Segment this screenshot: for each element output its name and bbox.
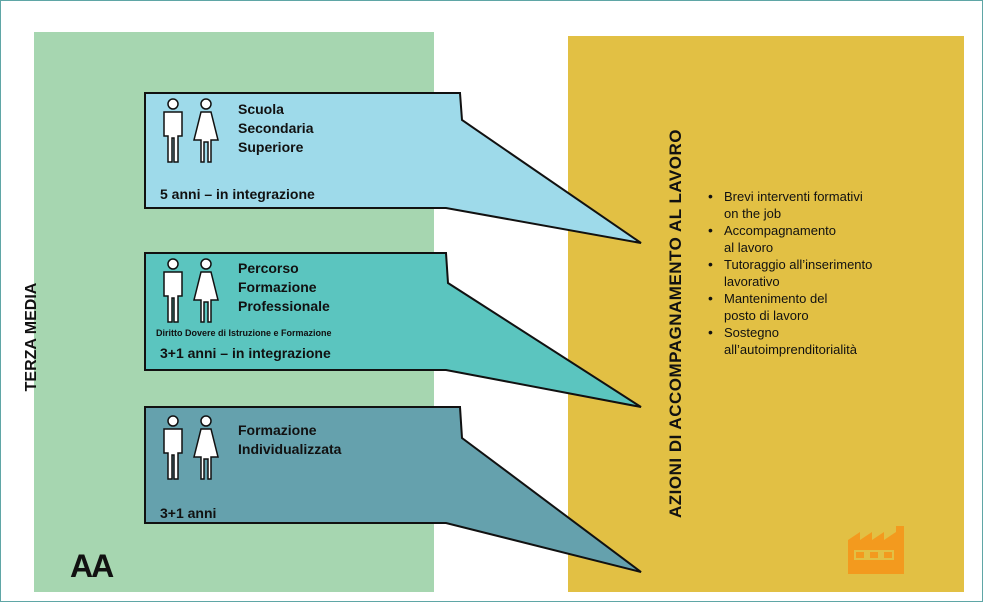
woman-figure-icon bbox=[193, 258, 219, 323]
path-title-formazione: Formazione Individualizzata bbox=[238, 422, 342, 457]
callout-percorso bbox=[144, 252, 642, 408]
callout-scuola bbox=[144, 92, 642, 244]
path-footer-formazione: 3+1 anni bbox=[160, 505, 217, 521]
path-footer-scuola: 5 anni – in integrazione bbox=[160, 186, 315, 202]
factory-icon bbox=[848, 526, 904, 574]
woman-figure-icon bbox=[193, 415, 219, 480]
man-figure-icon bbox=[163, 258, 183, 323]
logo: AA bbox=[70, 548, 114, 584]
man-figure-icon bbox=[163, 98, 183, 163]
people-figures bbox=[160, 415, 220, 481]
man-figure-icon bbox=[163, 415, 183, 480]
path-footer-percorso: 3+1 anni – in integrazione bbox=[160, 345, 331, 361]
people-figures bbox=[160, 98, 220, 164]
woman-figure-icon bbox=[193, 98, 219, 163]
path-note-percorso: Diritto Dovere di Istruzione e Formazion… bbox=[156, 328, 332, 338]
callout-formazione bbox=[144, 406, 642, 573]
path-title-scuola: Scuola Secondaria Superiore bbox=[238, 101, 314, 155]
path-title-percorso: Percorso Formazione Professionale bbox=[238, 260, 330, 314]
people-figures bbox=[160, 258, 220, 324]
